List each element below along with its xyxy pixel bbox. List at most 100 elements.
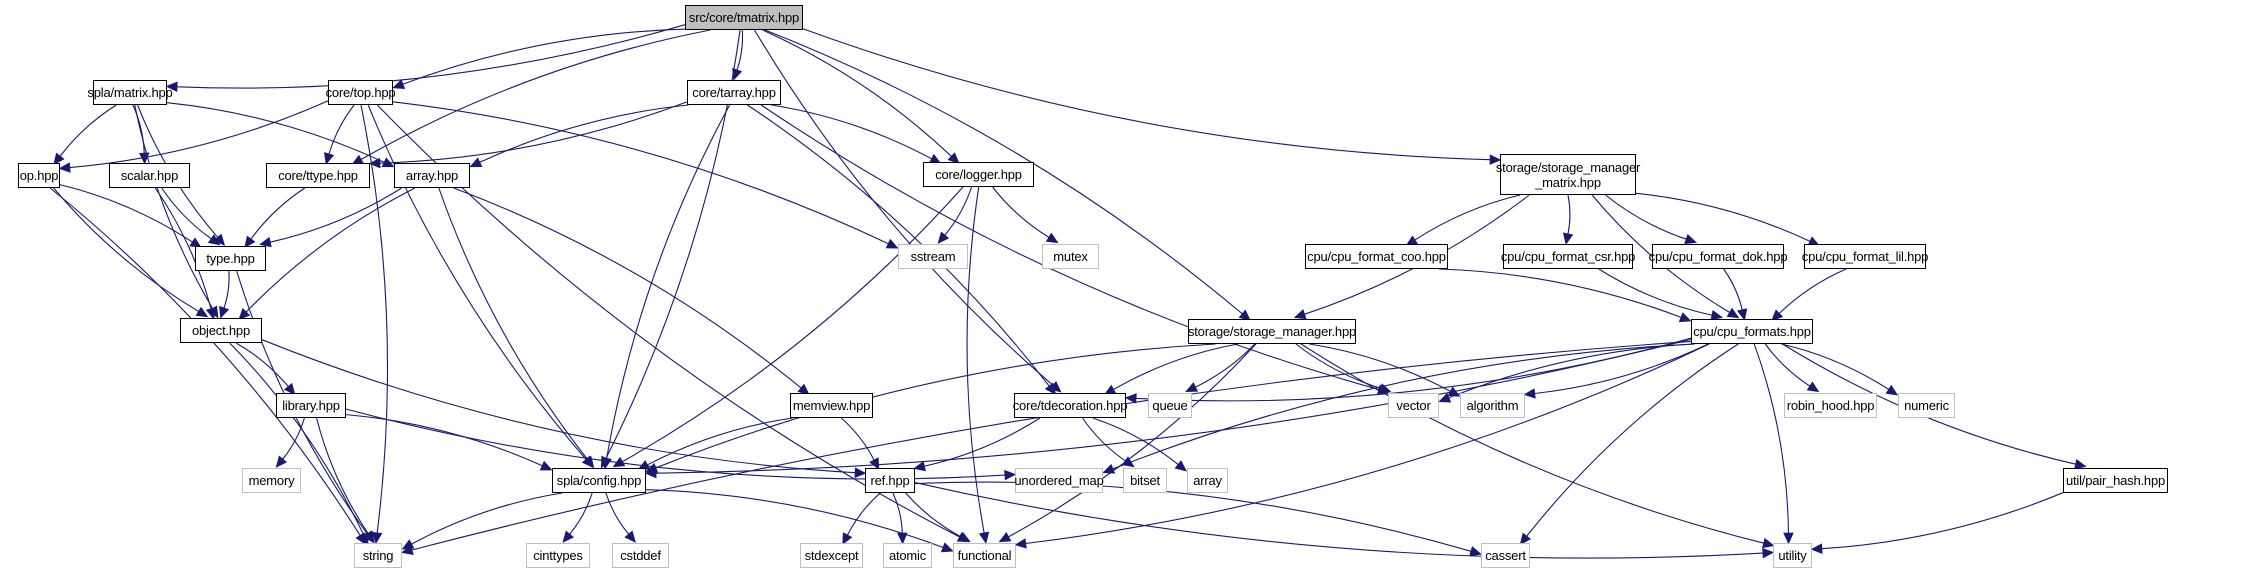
arrowhead-sm_matrix-to-dok — [1684, 234, 1697, 245]
node-spla-matrix[interactable]: spla/matrix.hpp — [87, 80, 173, 105]
edge-formats-to-numeric — [1781, 343, 1890, 390]
node-array-std: array — [1187, 468, 1228, 493]
edge-array_hpp-to-type — [269, 187, 402, 243]
arrowhead-type-to-object — [219, 305, 230, 319]
node-cpu-format-dok[interactable]: cpu/cpu_format_dok.hpp — [1649, 244, 1788, 269]
edge-ref-to-utility — [914, 482, 1764, 559]
edge-config-to-string — [411, 492, 563, 545]
node-cpu-format-lil[interactable]: cpu/cpu_format_lil.hpp — [1802, 244, 1928, 269]
node-array-hpp[interactable]: array.hpp — [394, 163, 470, 188]
edge-top-to-op — [69, 100, 329, 169]
edge-csr-to-formats — [1598, 268, 1713, 316]
edge-spla_matrix-to-scalar — [132, 104, 145, 154]
edge-op-to-string — [49, 187, 361, 536]
arrowhead-tarray-to-config — [601, 457, 612, 470]
arrowhead-tmatrix-to-sm — [1238, 309, 1251, 322]
edge-sm_matrix-to-dok — [1605, 194, 1687, 240]
arrowhead-sm_matrix-to-sm — [1293, 309, 1307, 320]
edge-ref-to-cassert — [914, 481, 1472, 552]
arrowhead-formats-to-config — [644, 467, 657, 479]
edge-tmatrix-to-tarray — [736, 29, 744, 71]
node-core-tdecoration[interactable]: core/tdecoration.hpp — [1013, 393, 1127, 418]
arrowhead-formats-to-cassert — [1519, 532, 1532, 546]
node-stdexcept: stdexcept — [800, 543, 863, 568]
arrowhead-ref-to-stdexcept — [842, 532, 853, 546]
edge-sm_matrix-to-csr — [1567, 194, 1571, 235]
edge-object-to-ref — [261, 339, 856, 474]
arrowhead-tarray-to-array_hpp — [469, 157, 483, 168]
node-spla-config[interactable]: spla/config.hpp — [552, 468, 646, 493]
arrowhead-config-to-cstddef — [624, 530, 636, 543]
edge-formats-to-utility — [1753, 343, 1790, 534]
edge-sm-to-algorithm — [1309, 343, 1451, 392]
arrowhead-logger-to-sstream — [937, 231, 950, 244]
node-ref[interactable]: ref.hpp — [865, 468, 915, 493]
arrowhead-ref-to-utility — [1762, 547, 1775, 559]
node-object[interactable]: object.hpp — [180, 318, 262, 343]
edge-tmatrix-to-spla_matrix — [176, 24, 686, 89]
node-storage-manager[interactable]: storage/storage_manager.hpp — [1188, 319, 1356, 344]
node-atomic: atomic — [883, 543, 932, 568]
node-op[interactable]: op.hpp — [18, 163, 60, 188]
edge-array_hpp-to-memview — [453, 187, 802, 389]
edge-tarray-to-vector — [760, 104, 1380, 391]
arrowhead-scalar-to-object — [205, 307, 217, 320]
node-core-ttype[interactable]: core/ttype.hpp — [266, 163, 370, 188]
node-cpu-formats[interactable]: cpu/cpu_formats.hpp — [1691, 319, 1813, 344]
edge-tarray-to-logger — [771, 104, 933, 160]
edge-tmatrix-to-tdecoration — [754, 29, 1054, 386]
edge-top-to-ttype — [328, 104, 355, 155]
arrowhead-tarray-to-tdecoration — [1044, 382, 1057, 396]
node-library[interactable]: library.hpp — [276, 393, 346, 418]
arrowhead-ttype-to-type — [244, 235, 256, 249]
node-memory: memory — [242, 468, 301, 493]
edge-formats-to-robin_hood — [1764, 343, 1811, 387]
edge-tdecoration-to-ref — [924, 417, 1041, 467]
node-type[interactable]: type.hpp — [195, 246, 266, 271]
arrowhead-formats-to-unordered_map — [1102, 463, 1116, 474]
arrowhead-config-to-functional — [940, 542, 954, 553]
edge-config-to-cinttypes — [569, 492, 593, 535]
arrowhead-logger-to-functional — [978, 531, 990, 545]
arrowhead-tdecoration-to-bitset — [1122, 456, 1135, 468]
edge-formats-to-algorithm — [1534, 343, 1709, 395]
arrowhead-formats-to-utility — [1783, 532, 1794, 545]
node-string: string — [354, 543, 402, 568]
arrowhead-tdecoration-to-array_std — [1174, 460, 1187, 472]
arrowhead-library-to-memory — [275, 455, 288, 468]
node-core-top[interactable]: core/top.hpp — [326, 80, 396, 105]
node-memview[interactable]: memview.hpp — [790, 393, 873, 418]
arrowhead-scalar-to-type — [207, 234, 221, 246]
node-functional: functional — [953, 543, 1016, 568]
node-storage-manager-matrix[interactable]: storage/storage_manager _matrix.hpp — [1496, 154, 1640, 195]
node-tmatrix[interactable]: src/core/tmatrix.hpp — [685, 5, 803, 30]
edge-tarray-to-config — [606, 104, 731, 459]
edge-sm-to-tdecoration — [1113, 343, 1238, 391]
edge-tmatrix-to-top — [402, 28, 686, 85]
edge-config-to-functional — [645, 489, 944, 548]
edge-formats-to-functional — [1025, 343, 1710, 545]
edge-sm-to-vector — [1295, 343, 1381, 389]
node-core-tarray[interactable]: core/tarray.hpp — [687, 80, 781, 105]
edge-sm-to-queue — [1195, 343, 1256, 388]
edge-library-to-string — [316, 417, 369, 535]
node-core-logger[interactable]: core/logger.hpp — [923, 162, 1034, 187]
edge-formats-to-unordered_map — [1112, 343, 1694, 470]
edge-tmatrix-to-sm — [764, 29, 1243, 315]
arrowhead-config-to-cinttypes — [562, 530, 575, 543]
node-mutex: mutex — [1042, 244, 1099, 269]
node-util-pair-hash[interactable]: util/pair_hash.hpp — [2063, 468, 2168, 493]
node-scalar[interactable]: scalar.hpp — [109, 163, 190, 188]
node-sstream: sstream — [898, 244, 968, 269]
arrowhead-spla_matrix-to-type — [213, 233, 226, 246]
edge-formats-to-cassert — [1526, 343, 1739, 537]
node-cpu-format-csr[interactable]: cpu/cpu_format_csr.hpp — [1501, 244, 1635, 269]
arrowhead-coo-to-formats — [1678, 312, 1692, 323]
node-cpu-format-coo[interactable]: cpu/cpu_format_coo.hpp — [1305, 244, 1448, 269]
edge-scalar-to-type — [161, 187, 212, 240]
edge-ref-to-stdexcept — [846, 492, 881, 536]
edge-ref-to-atomic — [892, 492, 903, 534]
edge-logger-to-functional — [966, 186, 985, 534]
arrowhead-tmatrix-to-top — [392, 79, 406, 89]
